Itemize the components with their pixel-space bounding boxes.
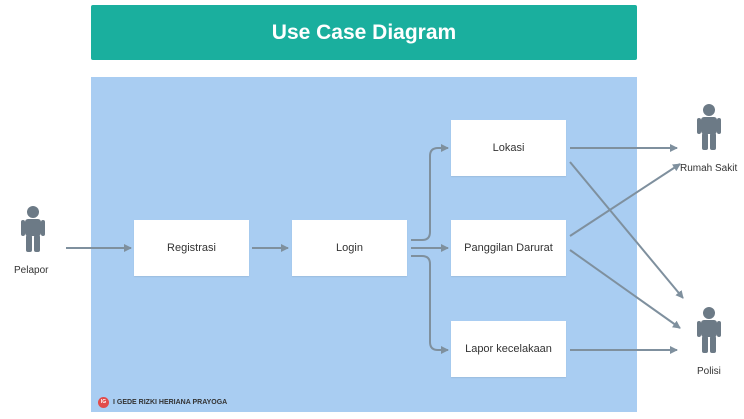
- arrow-panggilan-darurat-to-polisi: [569, 249, 681, 329]
- person-icon: [21, 206, 45, 252]
- arrow-login-to-lokasi: [411, 144, 449, 241]
- actor-label-rumah-sakit: Rumah Sakit: [680, 163, 738, 174]
- use-case-label: Registrasi: [167, 242, 216, 254]
- person-icon: [697, 307, 721, 353]
- actor-label-pelapor: Pelapor: [14, 265, 49, 276]
- arrow-lokasi-to-polisi: [569, 161, 684, 299]
- use-case-label: Login: [336, 242, 363, 254]
- actor-polisi: [697, 307, 721, 353]
- arrow-panggilan-darurat-to-rumah-sakit: [569, 163, 681, 237]
- use-case-label: Lokasi: [492, 142, 525, 154]
- actor-label-polisi: Polisi: [697, 366, 721, 377]
- actor-pelapor: [21, 206, 45, 252]
- use-case-login: Login: [292, 220, 407, 276]
- author-name: I GEDE RIZKI HERIANA PRAYOGA: [113, 398, 228, 406]
- author-credit: IG I GEDE RIZKI HERIANA PRAYOGA: [98, 396, 227, 408]
- use-case-lokasi: Lokasi: [451, 120, 566, 176]
- use-case-registrasi: Registrasi: [134, 220, 249, 276]
- arrow-login-to-lapor-kecelakaan: [411, 255, 449, 354]
- use-case-panggilan-darurat: Panggilan Darurat: [451, 220, 566, 276]
- diagram-title: Use Case Diagram: [91, 5, 637, 60]
- use-case-label: Lapor kecelakaan: [465, 343, 552, 355]
- use-case-label: Panggilan Darurat: [464, 242, 553, 254]
- person-icon: [697, 104, 721, 150]
- use-case-lapor-kecelakaan: Lapor kecelakaan: [451, 321, 566, 377]
- diagram-title-text: Use Case Diagram: [271, 20, 457, 44]
- actor-rumah-sakit: [697, 104, 721, 150]
- author-logo-icon: IG: [98, 396, 109, 408]
